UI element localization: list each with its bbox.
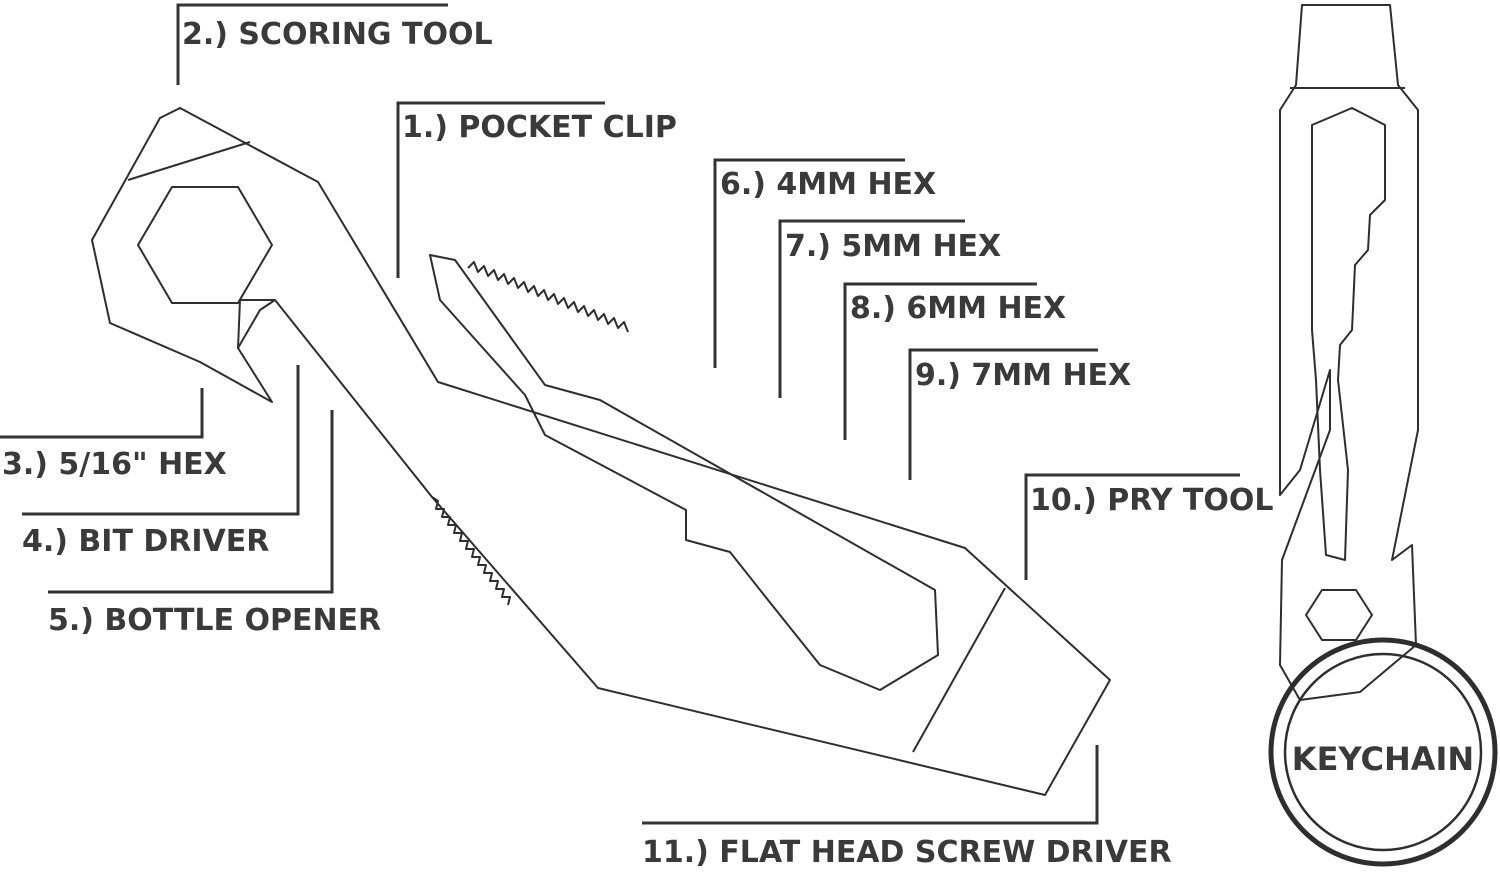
labels: 2.) SCORING TOOL 1.) POCKET CLIP 6.) 4MM… (2, 17, 1474, 870)
keychain-inner-slot (1311, 107, 1386, 561)
key-ring-outer (1268, 637, 1498, 867)
scoring-tool-edge (127, 141, 251, 181)
leader-4mm-hex (713, 158, 905, 368)
pry-tool-line (912, 587, 1006, 753)
label-pocket-clip: 1.) POCKET CLIP (402, 110, 677, 145)
leader-6mm-hex (843, 282, 1037, 440)
serration-top (467, 261, 629, 333)
leader-5mm-hex (778, 219, 965, 398)
label-5mm-hex: 7.) 5MM HEX (785, 229, 1001, 264)
label-flat-head-screw-driver: 11.) FLAT HEAD SCREW DRIVER (642, 835, 1172, 870)
key-ring-inner (1283, 652, 1483, 852)
leader-lines (0, 3, 1240, 825)
hex-wrench-slot (429, 254, 939, 691)
leader-7mm-hex (908, 348, 1098, 480)
label-scoring-tool: 2.) SCORING TOOL (182, 17, 493, 52)
leader-pocket-clip (396, 101, 605, 278)
leader-5-16-hex (0, 388, 204, 439)
hex-5-16-cutout (137, 186, 273, 304)
label-bottle-opener: 5.) BOTTLE OPENER (48, 603, 381, 638)
leader-bottle-opener (48, 410, 334, 594)
multitool-body (91, 107, 1111, 796)
leader-pry-tool (1024, 473, 1240, 580)
label-keychain: KEYCHAIN (1292, 740, 1474, 778)
label-6mm-hex: 8.) 6MM HEX (850, 291, 1066, 326)
label-7mm-hex: 9.) 7MM HEX (915, 358, 1131, 393)
label-pry-tool: 10.) PRY TOOL (1030, 483, 1274, 518)
leader-flat-head (642, 745, 1099, 825)
keychain-hex (1305, 589, 1373, 641)
serration-bottom (431, 496, 511, 606)
label-4mm-hex: 6.) 4MM HEX (720, 167, 936, 202)
bit-driver-notch (237, 299, 276, 349)
label-5-16-hex: 3.) 5/16" HEX (2, 447, 227, 482)
keychain-view (1268, 4, 1498, 867)
tool-outline (91, 107, 1111, 796)
leader-scoring-tool (176, 3, 448, 85)
leader-bit-driver (22, 365, 300, 516)
label-bit-driver: 4.) BIT DRIVER (22, 524, 269, 559)
